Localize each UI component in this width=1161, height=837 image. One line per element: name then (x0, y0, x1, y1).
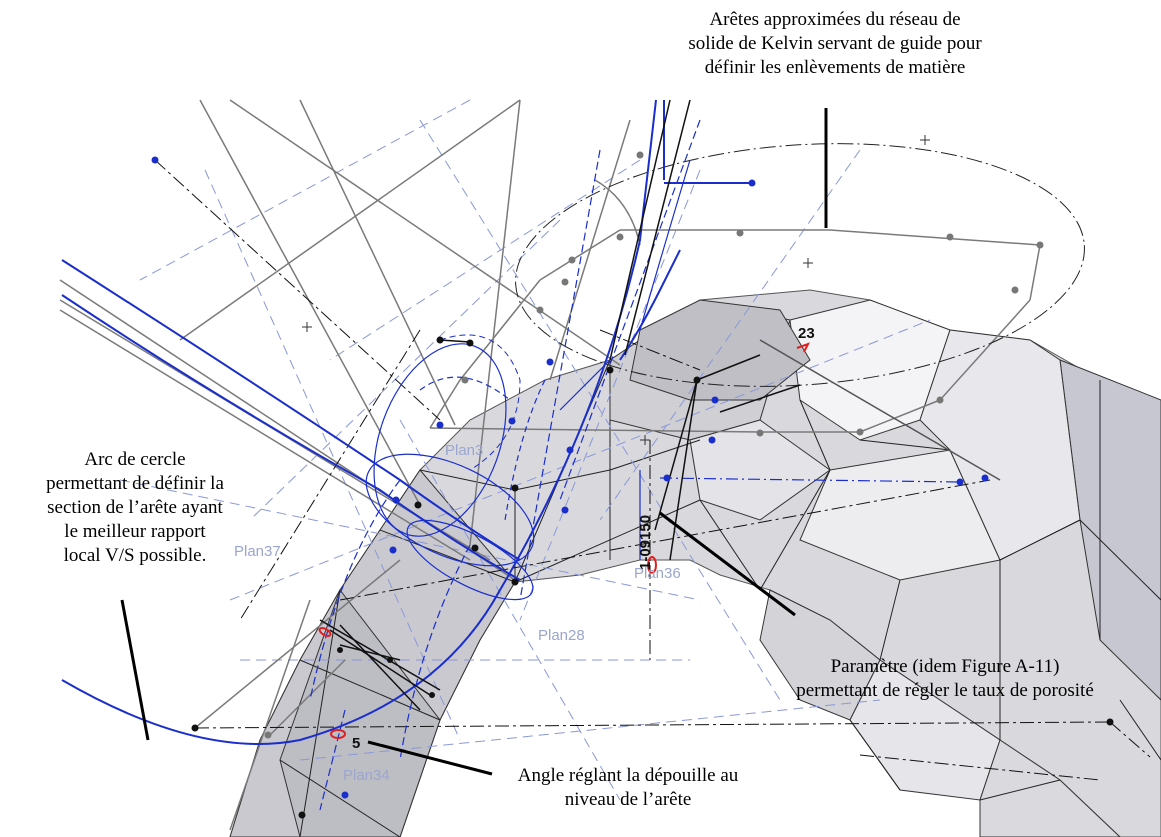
grey-points (264, 151, 1044, 739)
annotation-line: niveau de l’arête (564, 789, 692, 810)
annotation-line: permettant de régler le taux de porosité (796, 680, 1094, 701)
annotation-line: local V/S possible. (63, 545, 207, 566)
solid-facet-b (689, 419, 831, 521)
plane-label-plan34: Plan34 (343, 767, 390, 784)
cross-markers (302, 135, 930, 445)
annotation-parameter: Paramètre (idem Figure A-11) permettant … (735, 655, 1155, 703)
red-markers (318, 342, 811, 739)
annotation-line: Arc de cercle (84, 449, 186, 470)
black-points (191, 336, 1114, 819)
angle-dimension: 5 (352, 735, 360, 752)
dashed-arc (439, 334, 521, 471)
annotation-line: définir les enlèvements de matière (704, 57, 966, 78)
annotation-line: solide de Kelvin servant de guide pour (688, 33, 982, 54)
black-sketch (319, 99, 1001, 711)
kelvin-ellipse (515, 143, 1085, 387)
blue-sketch (61, 99, 750, 745)
annotation-line: Paramètre (idem Figure A-11) (830, 656, 1060, 677)
blue-sketch-thin (309, 119, 961, 811)
annotation-angle: Angle réglant la dépouille au niveau de … (488, 764, 768, 812)
plane-label-plan3: Plan3 (445, 442, 483, 459)
plane-label-plan28: Plan28 (538, 627, 585, 644)
leader-lines (120, 108, 828, 776)
annotation-line: Angle réglant la dépouille au (517, 765, 739, 786)
blue-points (151, 156, 989, 799)
annotation-line: section de l’arête ayant (47, 497, 223, 518)
solid-body (229, 289, 1161, 837)
annotation-line: permettant de définir la (46, 473, 224, 494)
solid-strut-face (279, 588, 441, 837)
top-dimension: 23 (798, 325, 815, 342)
leader-parameter (659, 511, 796, 617)
annotation-kelvin-edges: Arêtes approximées du réseau de solide d… (680, 8, 990, 80)
centerlines (154, 159, 1151, 781)
plane-label-plan36: Plan36 (634, 565, 681, 582)
leader-arc (120, 599, 150, 741)
porosity-dimension: 1-09150 (637, 515, 654, 570)
annotation-line: Arêtes approximées du réseau de (709, 9, 961, 30)
section-arc (61, 99, 657, 745)
annotation-line: le meilleur rapport (64, 521, 206, 542)
solid-facet-c (799, 449, 1001, 581)
plane-label-plan37: Plan37 (234, 543, 281, 560)
leader-angle (367, 740, 493, 776)
reference-lines (59, 99, 1041, 831)
annotation-arc: Arc de cercle permettant de définir la s… (20, 448, 250, 568)
solid-facet-i (979, 739, 1121, 837)
